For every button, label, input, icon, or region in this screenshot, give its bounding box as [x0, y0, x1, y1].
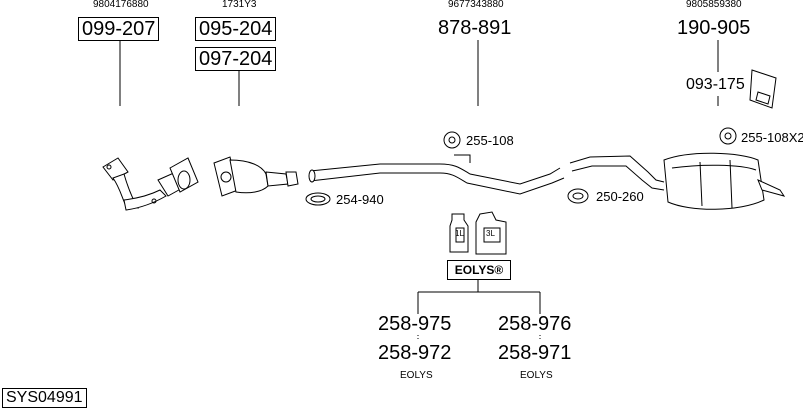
part-number-additive-right-top[interactable]: 258-976 — [498, 313, 572, 335]
part-number-manifold-catalyst[interactable]: 099-207 — [78, 17, 160, 41]
part-number-mounting-kit[interactable]: 093-175 — [686, 76, 745, 93]
additive-caption-right: EOLYS — [520, 370, 553, 381]
clamp-drawing-2 — [567, 188, 589, 204]
catalyst-drawing — [213, 156, 299, 197]
rear-silencer-drawing — [569, 152, 786, 210]
part-number-additive-left-bottom[interactable]: 258-972 — [378, 342, 452, 364]
reference-number-middle-pipe: 9677343880 — [448, 0, 504, 10]
part-number-catalyst-a[interactable]: 095-204 — [195, 17, 277, 41]
part-number-catalyst-b[interactable]: 097-204 — [195, 47, 277, 71]
part-number-middle-pipe[interactable]: 878-891 — [438, 17, 512, 39]
rubber-mount-drawing-1 — [443, 131, 461, 149]
part-number-additive-left-top[interactable]: 258-975 — [378, 313, 452, 335]
middle-pipe-drawing — [308, 154, 565, 195]
additive-connector-lines — [417, 278, 541, 341]
clamp-drawing-1 — [305, 192, 331, 206]
reference-number-catalyst-1: 9804176880 — [93, 0, 149, 10]
eolys-badge: EOLYS® — [447, 260, 511, 280]
manifold-catalyst-drawing — [102, 157, 199, 211]
part-number-clamp-2[interactable]: 250-260 — [596, 189, 644, 204]
part-number-rubber-mount-2[interactable]: 255-108X2 — [741, 130, 803, 145]
reference-number-rear-silencer: 9805859380 — [686, 0, 742, 10]
reference-number-catalyst-2: 1731Y3 — [222, 0, 257, 10]
bottle-label-small: 1L — [455, 229, 464, 238]
additive-caption-left: EOLYS — [400, 370, 433, 381]
bottle-label-large: 3L — [486, 229, 495, 238]
part-number-rubber-mount-1[interactable]: 255-108 — [466, 133, 514, 148]
part-number-rear-silencer[interactable]: 190-905 — [677, 17, 751, 39]
part-number-additive-right-bottom[interactable]: 258-971 — [498, 342, 572, 364]
rubber-mount-drawing-2 — [719, 127, 737, 145]
mounting-kit-drawing — [749, 69, 777, 109]
additive-bottles-drawing — [449, 211, 507, 255]
system-id-label: SYS04991 — [2, 388, 87, 408]
part-number-clamp-1[interactable]: 254-940 — [336, 192, 384, 207]
